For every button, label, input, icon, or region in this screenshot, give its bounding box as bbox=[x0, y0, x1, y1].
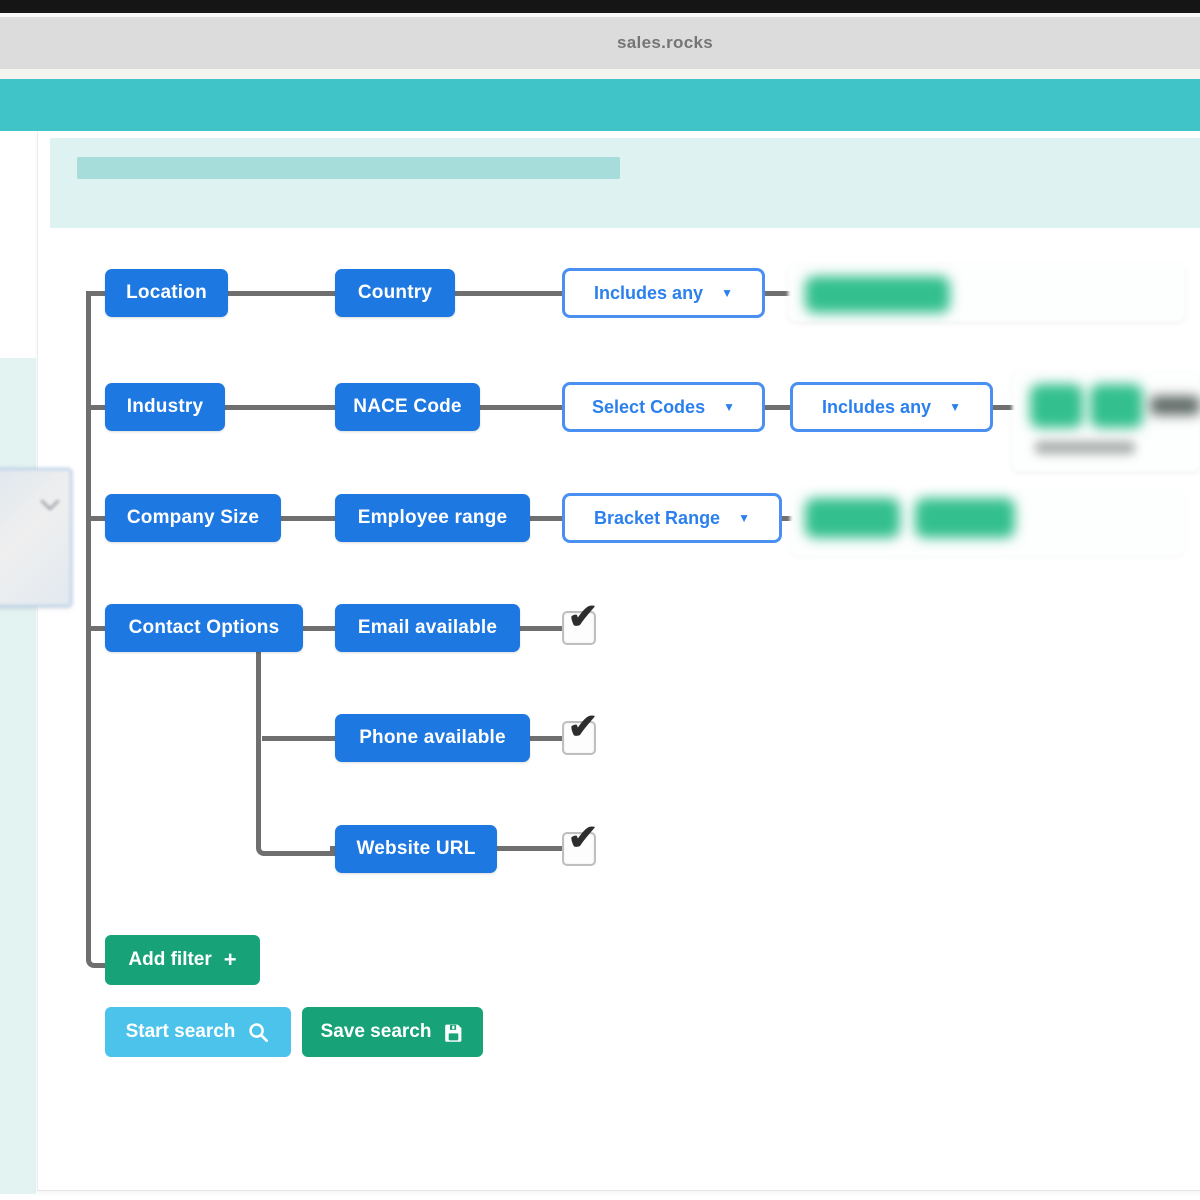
redacted-range-chip bbox=[805, 498, 900, 538]
header-banner bbox=[50, 138, 1200, 228]
filter-node-label: Country bbox=[357, 282, 433, 303]
tree-connector bbox=[86, 516, 565, 521]
redacted-text bbox=[1150, 396, 1200, 415]
employee-range-operator-dropdown[interactable]: Bracket Range ▼ bbox=[562, 493, 782, 543]
country-operator-dropdown[interactable]: Includes any ▼ bbox=[562, 268, 765, 318]
dropdown-value: Includes any bbox=[594, 282, 704, 303]
chevron-down-icon bbox=[40, 498, 60, 516]
filter-node-nace-code[interactable]: NACE Code bbox=[335, 383, 480, 431]
collapsed-side-widget[interactable] bbox=[0, 468, 72, 607]
filter-node-employee-range[interactable]: Employee range bbox=[335, 494, 530, 542]
button-label: Start search bbox=[125, 1021, 236, 1042]
filter-node-label: Phone available bbox=[359, 727, 506, 748]
plus-icon: + bbox=[223, 947, 237, 972]
phone-available-checkbox[interactable]: ✔ bbox=[562, 708, 598, 755]
tree-connector bbox=[765, 291, 800, 296]
filter-node-email-available[interactable]: Email available bbox=[335, 604, 520, 652]
filter-node-location[interactable]: Location bbox=[105, 269, 228, 317]
redacted-placeholder-text bbox=[1035, 441, 1135, 454]
redacted-nace-chip bbox=[1090, 384, 1143, 428]
dropdown-value: Select Codes bbox=[592, 396, 706, 417]
tree-connector bbox=[993, 405, 1018, 410]
button-label: Add filter bbox=[128, 949, 212, 970]
filter-node-label: NACE Code bbox=[353, 396, 462, 417]
save-icon bbox=[443, 1022, 464, 1043]
filter-node-label: Employee range bbox=[357, 507, 508, 528]
browser-title-bar: sales.rocks bbox=[0, 17, 1200, 69]
start-search-button[interactable]: Start search bbox=[105, 1007, 291, 1057]
filter-node-industry[interactable]: Industry bbox=[105, 383, 225, 431]
redacted-range-chip bbox=[915, 498, 1015, 538]
filter-node-contact-options[interactable]: Contact Options bbox=[105, 604, 303, 652]
chevron-down-icon: ▼ bbox=[738, 511, 750, 525]
filter-node-label: Contact Options bbox=[128, 617, 280, 638]
add-filter-button[interactable]: Add filter + bbox=[105, 935, 260, 985]
tree-connector bbox=[765, 405, 793, 410]
redacted-country-chip bbox=[805, 276, 950, 313]
browser-top-bar bbox=[0, 0, 1200, 13]
search-icon bbox=[247, 1021, 270, 1044]
dropdown-value: Bracket Range bbox=[594, 507, 721, 528]
divider bbox=[0, 69, 1200, 79]
checkmark-icon: ✔ bbox=[567, 706, 599, 747]
filter-node-label: Email available bbox=[357, 617, 498, 638]
app-header-bar bbox=[0, 79, 1200, 131]
filter-node-label: Location bbox=[126, 282, 207, 303]
tree-subtrunk-line bbox=[256, 652, 340, 856]
page-title: sales.rocks bbox=[617, 33, 713, 52]
select-codes-dropdown[interactable]: Select Codes ▼ bbox=[562, 382, 765, 432]
checkmark-icon: ✔ bbox=[567, 817, 599, 858]
tree-trunk-line bbox=[86, 291, 111, 968]
divider bbox=[0, 13, 1200, 17]
dropdown-value: Includes any bbox=[822, 396, 932, 417]
save-search-button[interactable]: Save search bbox=[302, 1007, 483, 1057]
nace-operator-dropdown[interactable]: Includes any ▼ bbox=[790, 382, 993, 432]
filter-node-label: Website URL bbox=[356, 838, 476, 859]
filter-node-label: Company Size bbox=[126, 507, 260, 528]
tree-connector bbox=[86, 405, 565, 410]
header-banner-bar bbox=[77, 157, 620, 179]
tree-connector bbox=[86, 626, 565, 631]
redacted-nace-chip bbox=[1030, 384, 1083, 428]
filter-node-company-size[interactable]: Company Size bbox=[105, 494, 281, 542]
chevron-down-icon: ▼ bbox=[723, 400, 735, 414]
chevron-down-icon: ▼ bbox=[721, 286, 733, 300]
checkmark-icon: ✔ bbox=[567, 596, 599, 637]
website-url-checkbox[interactable]: ✔ bbox=[562, 819, 598, 866]
filter-node-website-url[interactable]: Website URL bbox=[335, 825, 497, 873]
email-available-checkbox[interactable]: ✔ bbox=[562, 598, 598, 645]
chevron-down-icon: ▼ bbox=[949, 400, 961, 414]
button-label: Save search bbox=[320, 1021, 432, 1042]
filter-node-country[interactable]: Country bbox=[335, 269, 455, 317]
filter-node-phone-available[interactable]: Phone available bbox=[335, 714, 530, 762]
filter-node-label: Industry bbox=[126, 396, 204, 417]
tree-connector bbox=[86, 291, 565, 296]
